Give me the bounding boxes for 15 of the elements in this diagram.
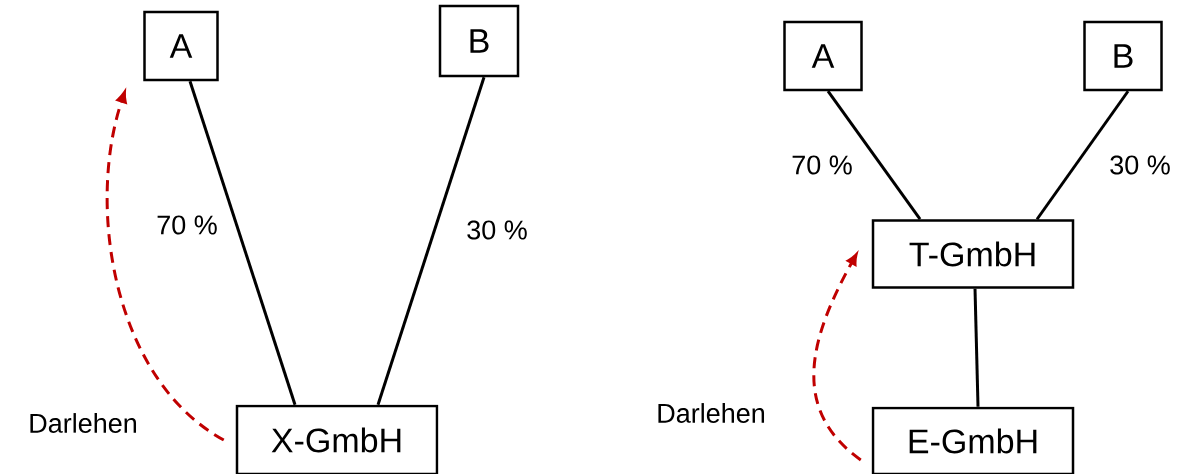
entity-box: B — [438, 4, 520, 78]
connector-line — [1035, 90, 1130, 221]
edge-label: Darlehen — [655, 402, 767, 424]
edge-label: 30 % — [1108, 154, 1172, 176]
entity-box: E-GmbH — [871, 406, 1075, 474]
connector-line — [826, 90, 922, 221]
connector-line — [376, 76, 486, 406]
entity-box: A — [783, 20, 863, 92]
entity-box: X-GmbH — [235, 404, 439, 474]
entity-box: A — [143, 10, 219, 82]
connector-line — [973, 288, 980, 407]
entity-box: T-GmbH — [871, 219, 1075, 289]
edge-label: 30 % — [465, 219, 529, 241]
edge-label: 70 % — [790, 154, 854, 176]
entity-box: B — [1083, 20, 1163, 92]
